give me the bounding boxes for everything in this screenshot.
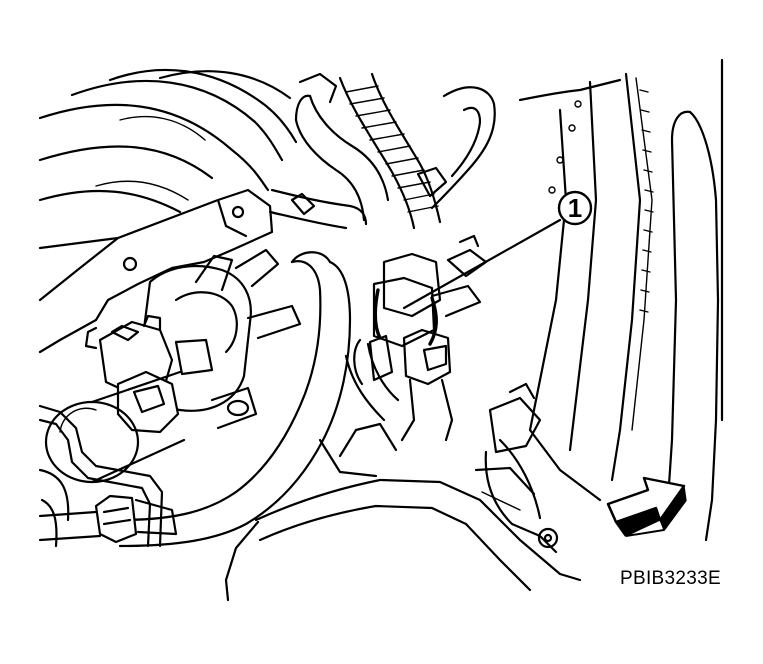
side-housing [518, 58, 724, 542]
mounting-bracket [38, 188, 274, 354]
intake-manifold [38, 68, 298, 250]
callout-number: 1 [568, 193, 582, 223]
front-direction-arrow-icon [606, 476, 687, 537]
thin-pipes [38, 404, 164, 548]
lower-right-bracket [474, 382, 559, 554]
callout-circle [557, 190, 593, 226]
canister-lower-left [44, 370, 186, 484]
callout-1: 1 [402, 190, 593, 310]
lower-cover [224, 422, 582, 602]
harness-connector-left [84, 314, 180, 434]
upper-hoses [268, 72, 496, 230]
hose-clamp [38, 494, 178, 544]
figure-code-label: PBIB3233E [620, 568, 721, 589]
wiring-harness-corrugated [338, 72, 442, 230]
